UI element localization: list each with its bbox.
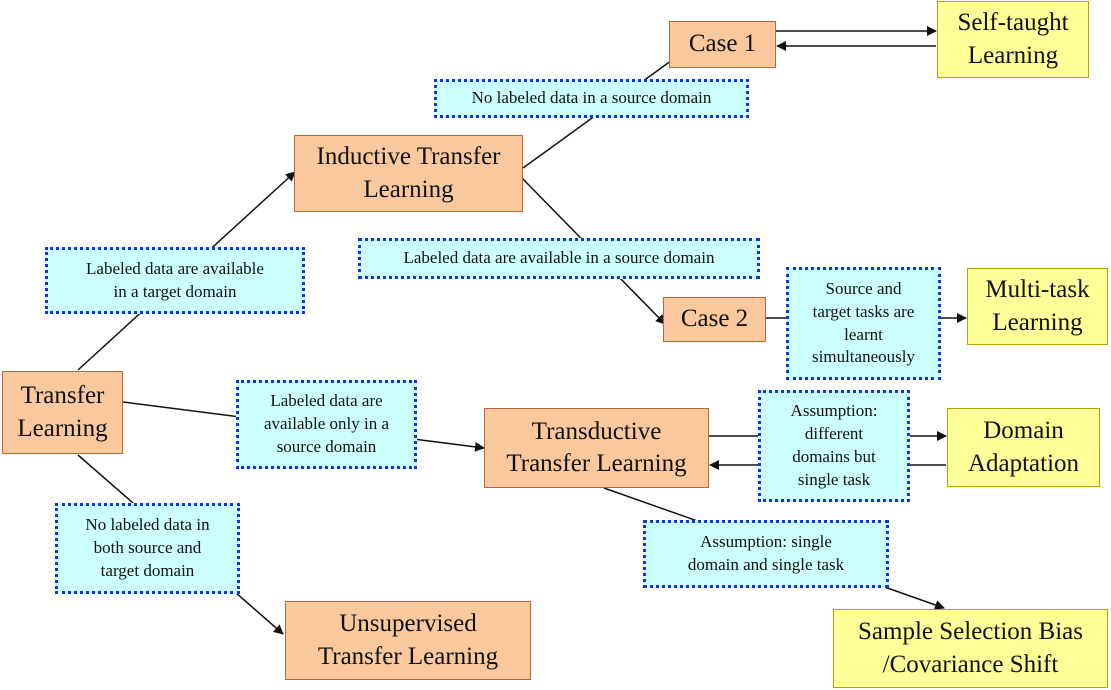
condition-labeled-only-source-line-2: available only in a (263, 414, 390, 434)
condition-labeled-source-line-1: Labeled data are available in a source d… (403, 248, 715, 268)
condition-labeled-only-source: Labeled data are available only in a sou… (236, 380, 417, 469)
node-transfer-learning: Transfer Learning (2, 371, 123, 454)
node-multi-task-learning: Multi-task Learning (967, 268, 1108, 345)
condition-labeled-source: Labeled data are available in a source d… (358, 238, 760, 279)
node-unsupervised-line-2: Transfer Learning (317, 642, 499, 670)
node-sample-selection-bias: Sample Selection Bias /Covariance Shift (833, 609, 1108, 688)
condition-different-domains-line-3: domains but (792, 447, 876, 466)
node-transductive-line-2: Transfer Learning (506, 450, 687, 477)
condition-single-domain-line-2: domain and single task (687, 555, 845, 574)
node-case-2: Case 2 (663, 297, 766, 342)
node-transfer-learning-line-2: Learning (17, 414, 108, 442)
condition-single-domain: Assumption: single domain and single tas… (643, 520, 889, 588)
condition-simultaneous-line-3: learnt (844, 324, 883, 344)
condition-different-domains-line-1: Assumption: (790, 401, 878, 421)
node-domain-adaptation-line-2: Adaptation (967, 449, 1080, 477)
condition-no-labeled-both-line-1: No labeled data in (85, 515, 210, 535)
condition-labeled-target-line-1: Labeled data are available (86, 258, 264, 278)
condition-labeled-only-source-line-3: source domain (276, 436, 377, 456)
node-transfer-learning-line-1: Transfer (20, 382, 105, 409)
condition-no-labeled-both: No labeled data in both source and targe… (55, 503, 240, 594)
node-case-1: Case 1 (669, 21, 776, 68)
node-self-taught-learning: Self-taught Learning (937, 1, 1089, 78)
condition-no-labeled-source-line-1: No labeled data in a source domain (471, 88, 712, 108)
condition-learnt-simultaneously: Source and target tasks are learnt simul… (786, 267, 941, 380)
node-domain-adaptation-line-1: Domain (983, 417, 1064, 444)
condition-single-domain-line-1: Assumption: single (700, 532, 832, 552)
condition-no-labeled-both-line-2: both source and (93, 538, 202, 558)
condition-different-domains: Assumption: different domains but single… (758, 390, 910, 502)
condition-labeled-target-line-2: in a target domain (113, 281, 237, 301)
node-transductive-transfer-learning: Transductive Transfer Learning (484, 408, 709, 488)
node-unsupervised-line-1: Unsupervised (339, 610, 477, 637)
node-multi-task-line-1: Multi-task (985, 276, 1090, 303)
condition-no-labeled-both-line-3: target domain (100, 560, 195, 580)
condition-no-labeled-source: No labeled data in a source domain (434, 79, 749, 118)
node-sample-selection-line-1: Sample Selection Bias (858, 618, 1083, 645)
condition-simultaneous-line-1: Source and (825, 278, 902, 298)
node-domain-adaptation: Domain Adaptation (947, 408, 1100, 487)
node-multi-task-line-2: Learning (992, 308, 1083, 336)
node-unsupervised-transfer-learning: Unsupervised Transfer Learning (285, 601, 531, 680)
node-transductive-line-1: Transductive (531, 417, 662, 445)
node-case-1-label: Case 1 (688, 30, 757, 58)
condition-different-domains-line-4: single task (797, 469, 871, 489)
node-inductive-line-2: Learning (363, 175, 454, 203)
node-inductive-line-1: Inductive Transfer (316, 143, 501, 170)
node-self-taught-line-2: Learning (967, 41, 1059, 69)
condition-simultaneous-line-2: target tasks are (812, 301, 915, 321)
node-self-taught-line-1: Self-taught (957, 9, 1069, 36)
node-inductive-transfer-learning: Inductive Transfer Learning (294, 135, 523, 212)
condition-labeled-only-source-line-1: Labeled data are (270, 391, 383, 411)
node-case-2-label: Case 2 (680, 305, 749, 333)
node-sample-selection-line-2: /Covariance Shift (882, 650, 1059, 678)
condition-different-domains-line-2: different (804, 424, 864, 444)
condition-simultaneous-line-4: simultaneously (812, 347, 915, 367)
condition-labeled-target: Labeled data are available in a target d… (45, 247, 305, 314)
